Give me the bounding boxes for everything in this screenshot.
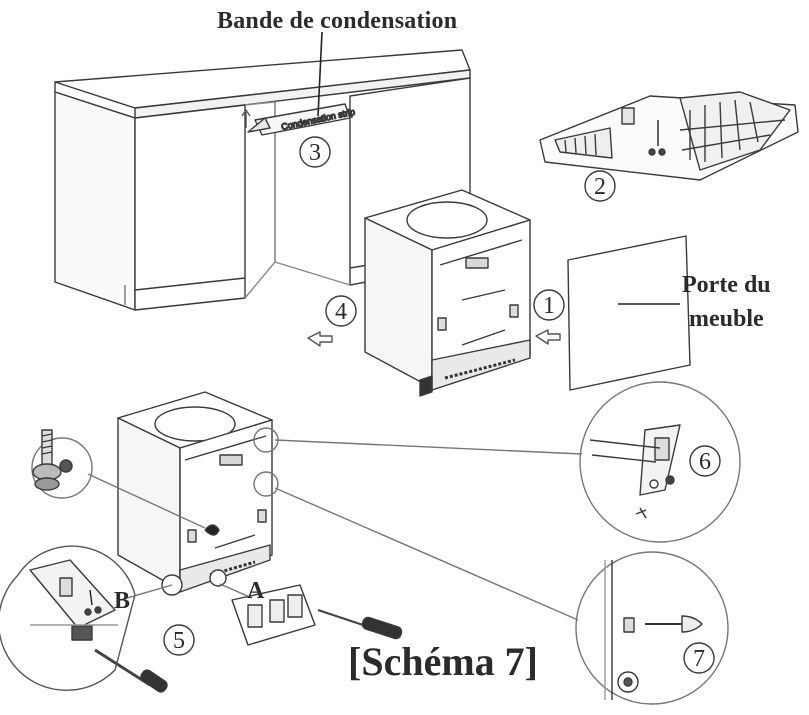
point-b-label: B [114,588,131,614]
furniture-door-label: Porte du meuble [682,268,771,336]
detail-a [219,583,403,646]
step-3-number: 3 [309,140,321,166]
schema-title: [Schéma 7] [348,639,538,684]
detail-6 [274,381,741,543]
door-hardware-detail [539,91,799,181]
step-5-number: 5 [173,628,185,654]
furniture-door-label-line1: Porte du [682,272,771,298]
step-4-number: 4 [335,299,347,325]
step-2-number: 2 [594,174,606,200]
leveling-foot-detail [31,429,206,529]
point-a-label: A [247,578,265,604]
dishwasher-lower [117,391,273,596]
direction-arrows [307,329,561,347]
step-markers [163,136,721,674]
furniture-door-panel [567,235,691,391]
furniture-door-label-line2: meuble [688,306,764,332]
dishwasher-main [364,189,531,397]
step-6-number: 6 [699,449,711,475]
condensation-band-label: Bande de condensation [217,8,458,34]
step-7-number: 7 [693,646,705,672]
step-1-number: 1 [543,293,555,319]
detail-b [0,545,173,693]
